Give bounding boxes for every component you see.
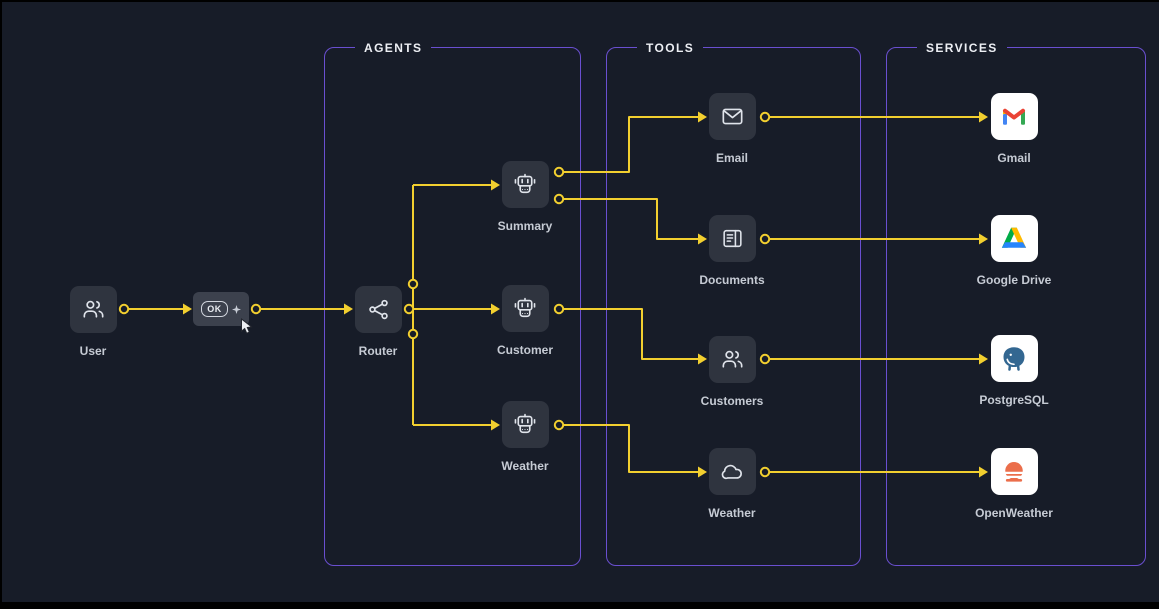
node-tool-weather-box[interactable]	[708, 448, 756, 495]
route-split-icon	[368, 299, 388, 320]
node-tool-email[interactable]: Email	[672, 93, 792, 165]
arrowhead-approval	[183, 303, 192, 315]
node-service-google-drive[interactable]: Google Drive	[954, 215, 1074, 287]
node-tool-weather-label: Weather	[708, 506, 756, 520]
group-agents-title: AGENTS	[355, 40, 432, 56]
node-router[interactable]: Router	[318, 286, 438, 358]
node-user[interactable]: User	[33, 286, 153, 358]
node-service-openweather-box[interactable]	[990, 448, 1038, 495]
document-icon	[722, 229, 742, 248]
gmail-logo-icon	[1003, 108, 1026, 125]
node-service-google-drive-label: Google Drive	[976, 273, 1052, 287]
group-services-title: SERVICES	[917, 40, 1007, 56]
envelope-icon	[722, 108, 743, 125]
node-service-postgresql[interactable]: PostgreSQL	[954, 335, 1074, 407]
users-icon	[722, 350, 742, 368]
postgresql-logo-icon	[1003, 346, 1025, 371]
google-drive-logo-icon	[1001, 227, 1027, 248]
node-user-label: User	[79, 344, 107, 358]
sparkle-icon	[231, 304, 241, 314]
node-agent-weather-box[interactable]	[501, 401, 549, 448]
group-services: SERVICES	[886, 40, 1146, 566]
node-service-openweather-label: OpenWeather	[975, 506, 1053, 520]
node-service-gmail-label: Gmail	[997, 151, 1031, 165]
node-service-postgresql-box[interactable]	[990, 335, 1038, 382]
node-agent-customer[interactable]: Customer	[465, 285, 585, 357]
robot-icon	[514, 297, 536, 317]
node-agent-summary[interactable]: Summary	[465, 161, 585, 233]
node-service-openweather[interactable]: OpenWeather	[954, 448, 1074, 520]
node-tool-weather[interactable]: Weather	[672, 448, 792, 520]
node-tool-customers-box[interactable]	[708, 336, 756, 383]
node-tool-email-label: Email	[715, 151, 748, 165]
node-tool-email-box[interactable]	[708, 93, 756, 140]
node-user-box[interactable]	[69, 286, 117, 333]
node-agent-summary-label: Summary	[497, 219, 553, 233]
group-tools-title: TOOLS	[637, 40, 704, 56]
node-service-google-drive-box[interactable]	[990, 215, 1038, 262]
node-tool-customers[interactable]: Customers	[672, 336, 792, 408]
robot-icon	[514, 173, 536, 193]
node-tool-documents-box[interactable]	[708, 215, 756, 262]
cloud-icon	[721, 464, 742, 480]
node-agent-summary-box[interactable]	[501, 161, 549, 208]
node-tool-documents-label: Documents	[699, 273, 765, 287]
approval-node[interactable]: OK	[193, 292, 253, 334]
node-service-gmail[interactable]: Gmail	[954, 93, 1074, 165]
node-agent-weather-label: Weather	[501, 459, 549, 473]
robot-icon	[514, 413, 536, 433]
users-icon	[83, 300, 103, 318]
node-agent-customer-label: Customer	[496, 343, 553, 357]
ok-button[interactable]: OK	[201, 301, 228, 317]
node-tool-customers-label: Customers	[700, 394, 764, 408]
arrowheads	[183, 111, 988, 478]
openweather-logo-icon	[1001, 461, 1027, 482]
group-tools: TOOLS	[606, 40, 861, 566]
mouse-cursor-icon	[241, 318, 253, 334]
node-router-label: Router	[358, 344, 398, 358]
node-tool-documents[interactable]: Documents	[672, 215, 792, 287]
node-agent-weather[interactable]: Weather	[465, 401, 585, 473]
group-agents: AGENTS	[324, 40, 581, 566]
node-service-postgresql-label: PostgreSQL	[979, 393, 1049, 407]
node-agent-customer-box[interactable]	[501, 285, 549, 332]
port-approval-out[interactable]	[250, 303, 262, 315]
node-service-gmail-box[interactable]	[990, 93, 1038, 140]
node-router-box[interactable]	[354, 286, 402, 333]
